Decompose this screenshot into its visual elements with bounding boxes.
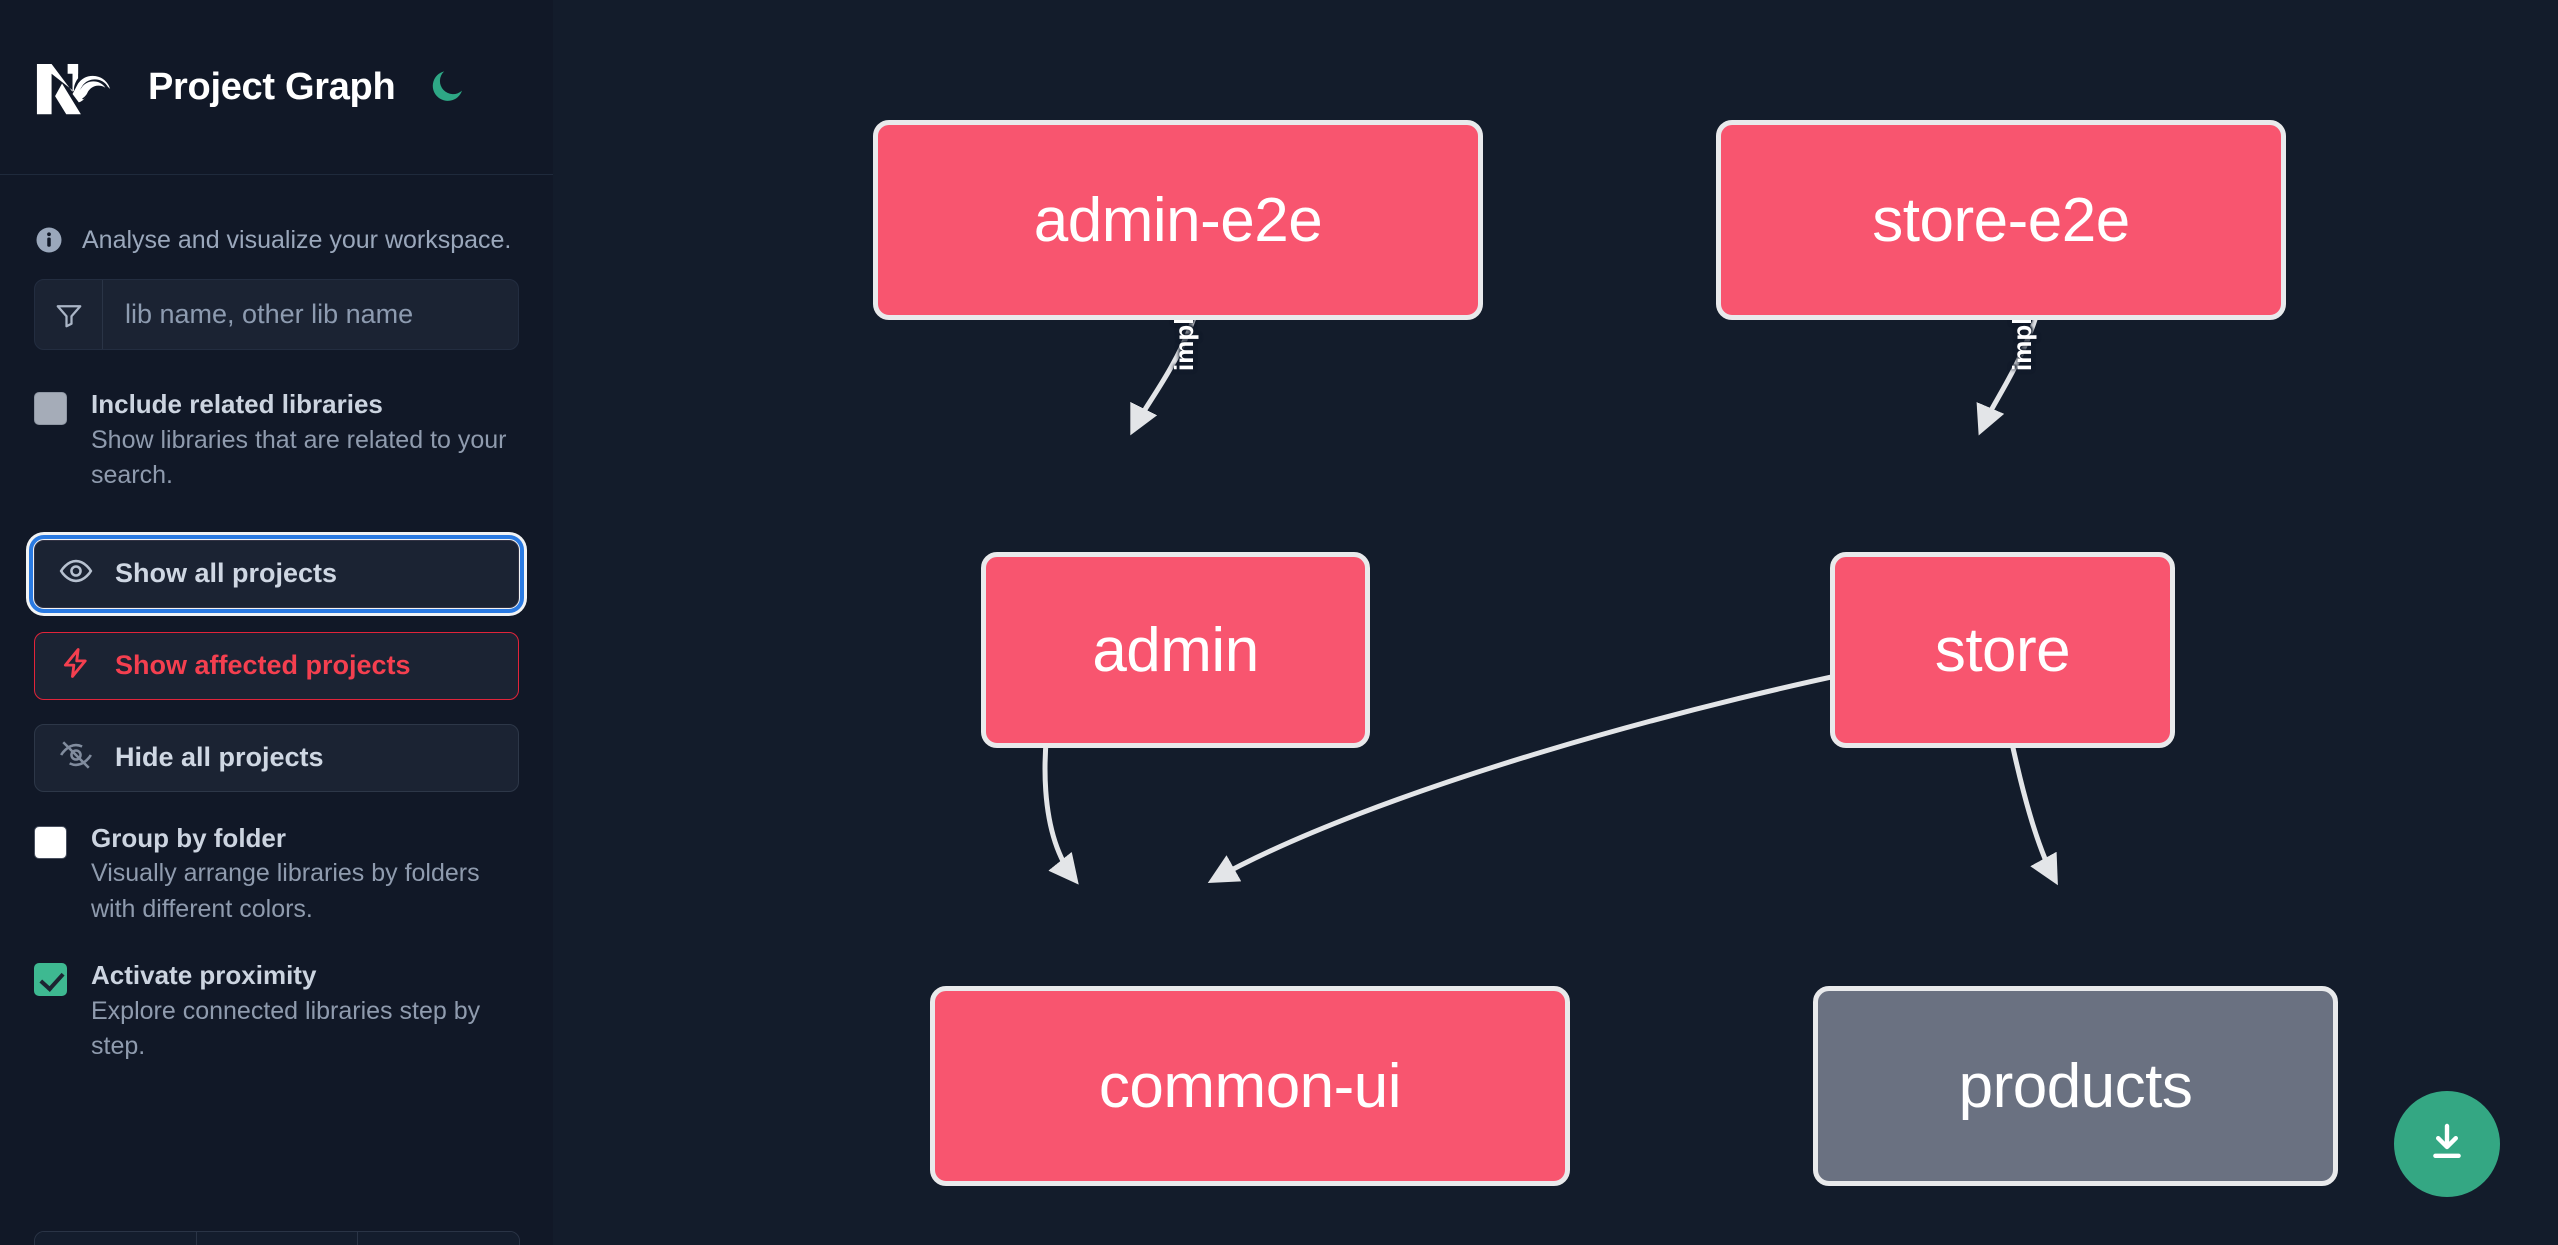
graph-canvas[interactable]: implicit implicit admin-e2e store-e2e ad… bbox=[553, 0, 2558, 1245]
projects-button-group: Show all projects Show affected projects bbox=[29, 534, 524, 792]
option-description: Show libraries that are related to your … bbox=[91, 425, 507, 490]
show-all-projects-button[interactable]: Show all projects bbox=[29, 534, 524, 613]
option-group-by-folder[interactable]: Group by folder Visually arrange librari… bbox=[34, 822, 519, 928]
option-description: Visually arrange libraries by folders wi… bbox=[91, 859, 480, 923]
checkbox-group-by-folder[interactable] bbox=[34, 825, 67, 859]
graph-node-store-e2e[interactable]: store-e2e bbox=[1716, 120, 2286, 320]
moon-icon[interactable] bbox=[425, 65, 469, 109]
option-include-related-libraries[interactable]: Include related libraries Show libraries… bbox=[34, 388, 519, 494]
search-input[interactable] bbox=[103, 280, 518, 349]
download-icon bbox=[2423, 1119, 2471, 1170]
checkbox-activate-proximity[interactable] bbox=[34, 963, 67, 996]
tagline-text: Analyse and visualize your workspace. bbox=[82, 225, 512, 254]
page-title: Project Graph bbox=[148, 65, 396, 108]
filter-icon bbox=[35, 280, 103, 349]
proximity-segmented-control[interactable] bbox=[34, 1231, 520, 1245]
show-all-projects-label: Show all projects bbox=[115, 558, 338, 588]
graph-node-store[interactable]: store bbox=[1830, 552, 2175, 748]
graph-node-common-ui[interactable]: common-ui bbox=[930, 986, 1570, 1186]
nx-logo-icon bbox=[34, 57, 118, 117]
option-label: Group by folder bbox=[91, 822, 286, 853]
show-affected-projects-button[interactable]: Show affected projects bbox=[34, 631, 519, 700]
option-description: Explore connected libraries step by step… bbox=[91, 996, 481, 1061]
search-box[interactable] bbox=[34, 279, 519, 350]
lightning-bolt-icon bbox=[59, 646, 93, 685]
hide-all-projects-label: Hide all projects bbox=[115, 742, 324, 772]
eye-icon bbox=[59, 554, 93, 593]
download-button[interactable] bbox=[2394, 1091, 2500, 1197]
show-affected-projects-label: Show affected projects bbox=[115, 650, 411, 680]
segment-3[interactable] bbox=[358, 1232, 519, 1245]
sidebar-body: Analyse and visualize your workspace. In… bbox=[0, 175, 553, 1245]
graph-node-products[interactable]: products bbox=[1813, 986, 2338, 1186]
option-label: Activate proximity bbox=[91, 960, 317, 990]
segment-2[interactable] bbox=[196, 1232, 359, 1245]
info-icon bbox=[34, 225, 64, 255]
segment-1[interactable] bbox=[35, 1232, 197, 1245]
checkbox-include-related-libraries[interactable] bbox=[34, 392, 67, 425]
sidebar: Project Graph Analyse and visualize your… bbox=[0, 0, 553, 1245]
tagline: Analyse and visualize your workspace. bbox=[34, 175, 519, 271]
eye-off-icon bbox=[59, 738, 93, 777]
option-label: Include related libraries bbox=[91, 389, 383, 419]
graph-node-admin-e2e[interactable]: admin-e2e bbox=[873, 120, 1483, 320]
option-activate-proximity[interactable]: Activate proximity Explore connected lib… bbox=[34, 959, 519, 1065]
hide-all-projects-button[interactable]: Hide all projects bbox=[34, 723, 519, 792]
sidebar-header: Project Graph bbox=[0, 0, 553, 175]
graph-node-admin[interactable]: admin bbox=[981, 552, 1370, 748]
